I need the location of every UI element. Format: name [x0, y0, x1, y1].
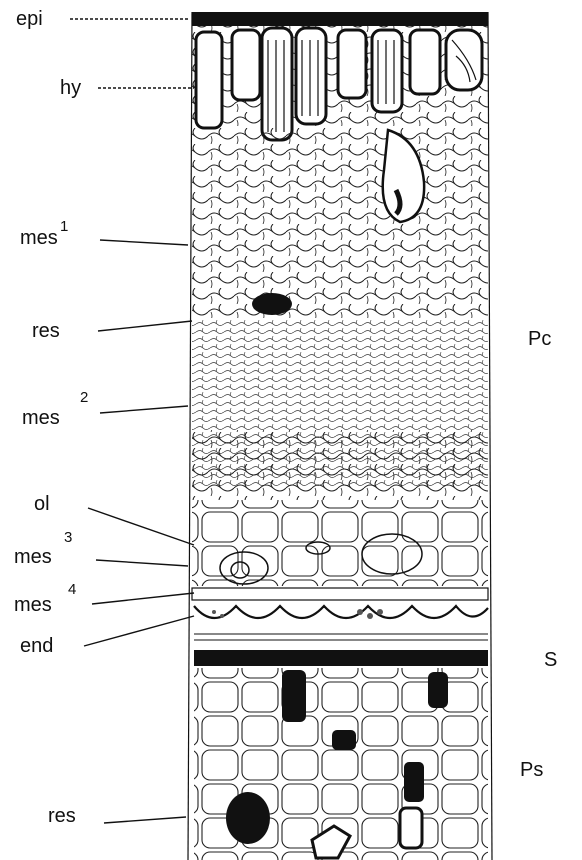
label-mes2: mes	[22, 408, 60, 428]
resin-duct-top	[252, 293, 292, 315]
label-mes1-sup: 1	[60, 219, 68, 234]
leader-lines	[70, 19, 194, 823]
leader-end	[84, 616, 194, 646]
label-pc: Pc	[528, 329, 551, 349]
label-mes4: mes	[14, 595, 52, 615]
label-ps: Ps	[520, 760, 543, 780]
label-ol: ol	[34, 494, 50, 514]
label-mes3-sup: 3	[64, 530, 72, 545]
label-mes2-sup: 2	[80, 390, 88, 405]
label-end: end	[20, 636, 53, 656]
label-hy: hy	[60, 78, 81, 98]
label-mes1: mes	[20, 228, 58, 248]
leader-ol	[88, 508, 194, 545]
label-mes4-sup: 4	[68, 582, 76, 597]
sclerenchyma-band	[194, 650, 488, 666]
label-epi: epi	[16, 9, 43, 29]
leader-mes2	[100, 406, 188, 413]
leader-mes1	[100, 240, 188, 245]
label-res-bottom: res	[48, 806, 76, 826]
label-mes3: mes	[14, 547, 52, 567]
leader-mes3	[96, 560, 188, 566]
label-res-top: res	[32, 321, 60, 341]
leader-mes4	[92, 593, 194, 604]
leader-res-bottom	[104, 817, 186, 823]
label-s: S	[544, 650, 557, 670]
epidermis-layer	[192, 12, 488, 26]
tissue-strip	[188, 12, 493, 860]
leader-res-top	[98, 321, 192, 331]
